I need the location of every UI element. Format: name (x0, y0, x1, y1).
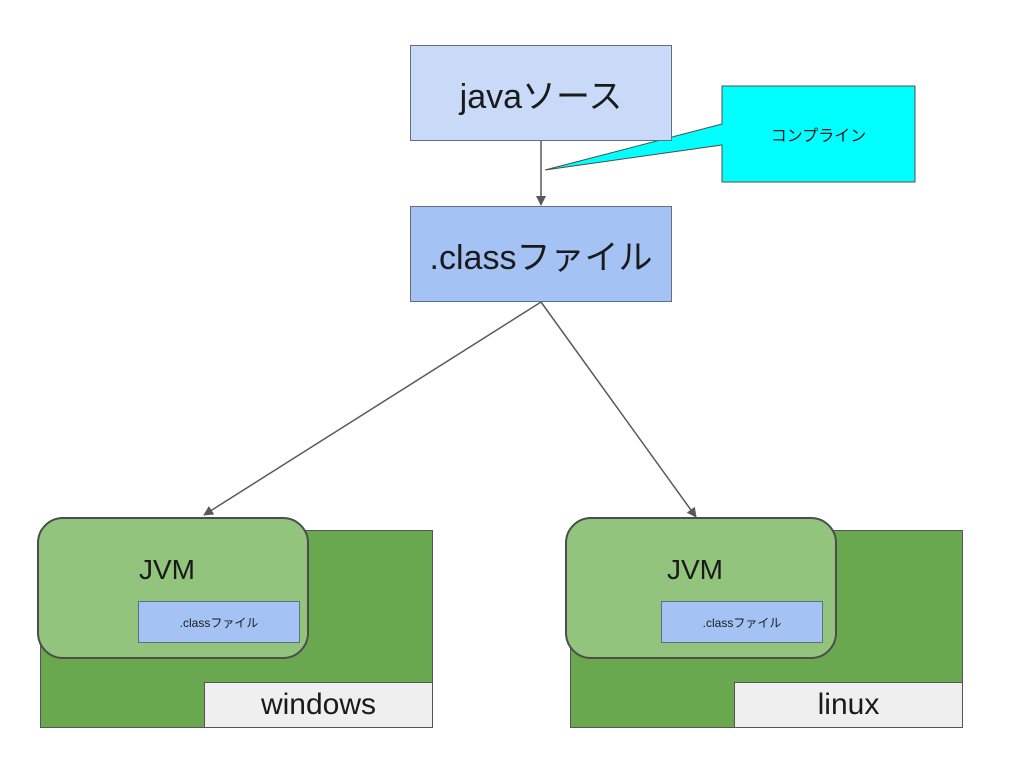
arrow-class-to-windows-jvm (203, 301, 542, 516)
compile-callout-label: コンプライン (770, 128, 867, 145)
windows-class-file-label: .classファイル (179, 615, 259, 630)
windows-jvm-label: JVM (139, 554, 195, 585)
linux-jvm-label: JVM (667, 554, 723, 585)
linux-os-label: linux (817, 688, 880, 721)
class-file-label: .classファイル (429, 238, 653, 277)
java-source-box: javaソース (410, 45, 672, 141)
windows-os-label-box: windows (204, 682, 433, 728)
windows-class-file-box: .classファイル (138, 601, 300, 643)
java-source-label: javaソース (459, 77, 623, 116)
callout-shape (544, 85, 916, 183)
linux-class-file-box: .classファイル (661, 601, 823, 643)
linux-os-label-box: linux (734, 682, 963, 728)
windows-os-label: windows (260, 688, 377, 721)
linux-class-file-label: .classファイル (702, 615, 782, 630)
class-file-box: .classファイル (410, 206, 672, 302)
arrow-class-to-linux-jvm (540, 301, 697, 518)
